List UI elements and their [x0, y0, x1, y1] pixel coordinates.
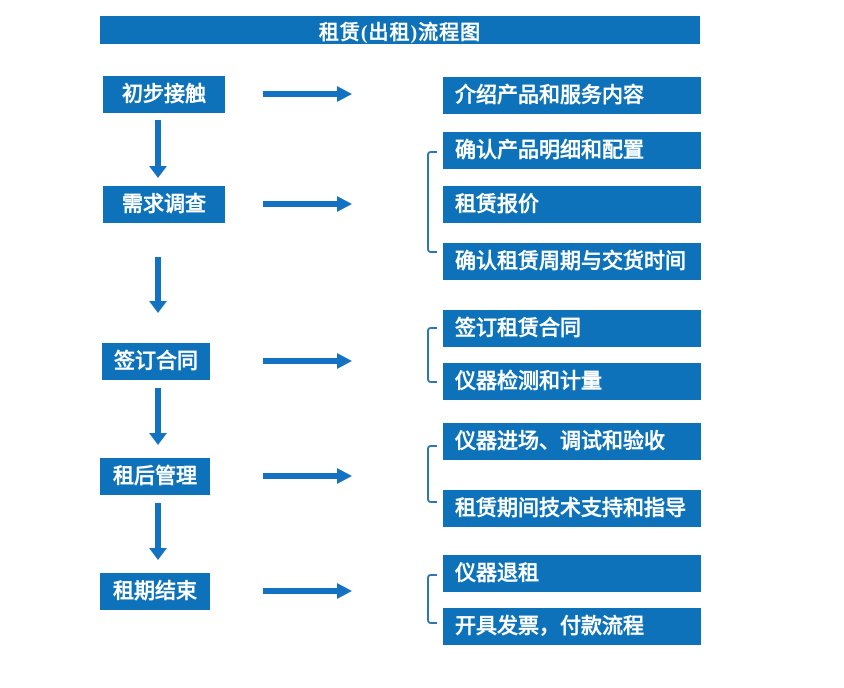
arrow-shaft [263, 473, 337, 479]
step-box-demand-survey: 需求调查 [103, 186, 225, 223]
right-arrow [263, 353, 353, 369]
bracket [427, 327, 437, 383]
arrow-shaft [263, 201, 337, 207]
right-arrow [263, 86, 353, 102]
output-box-rental-quote: 租赁报价 [443, 186, 701, 223]
step-box-lease-end: 租期结束 [100, 573, 210, 610]
bracket [427, 151, 437, 253]
output-box-invoice-payment: 开具发票，付款流程 [443, 608, 701, 645]
arrow-shaft [155, 388, 161, 434]
down-arrow [149, 120, 167, 178]
step-box-sign-contract: 签订合同 [102, 343, 210, 380]
arrow-head-icon [337, 468, 352, 484]
arrow-head-icon [149, 548, 167, 560]
arrow-shaft [155, 120, 161, 167]
arrow-head-icon [337, 583, 352, 599]
output-box-sign-lease-contract: 签订租赁合同 [443, 310, 701, 347]
right-arrow [263, 468, 353, 484]
right-arrow [263, 196, 353, 212]
output-box-instrument-testing: 仪器检测和计量 [443, 363, 701, 400]
right-arrow [263, 583, 353, 599]
arrow-head-icon [149, 433, 167, 445]
bracket [427, 445, 437, 503]
arrow-head-icon [149, 166, 167, 178]
arrow-shaft [263, 91, 337, 97]
arrow-shaft [263, 588, 337, 594]
step-box-initial-contact: 初步接触 [103, 76, 225, 113]
down-arrow [149, 503, 167, 560]
down-arrow [149, 388, 167, 445]
step-box-post-rental-mgmt: 租后管理 [100, 458, 210, 495]
arrow-head-icon [337, 353, 352, 369]
output-box-confirm-period: 确认租赁周期与交货时间 [443, 243, 701, 280]
arrow-shaft [155, 257, 161, 302]
arrow-head-icon [337, 196, 352, 212]
bracket [427, 574, 437, 624]
output-box-instrument-return: 仪器退租 [443, 555, 701, 592]
output-box-introduce-products: 介绍产品和服务内容 [443, 77, 701, 114]
output-box-tech-support: 租赁期间技术支持和指导 [443, 490, 701, 527]
down-arrow [149, 257, 167, 313]
arrow-head-icon [149, 301, 167, 313]
arrow-shaft [155, 503, 161, 549]
arrow-head-icon [337, 86, 352, 102]
output-box-confirm-details: 确认产品明细和配置 [443, 132, 701, 169]
arrow-shaft [263, 358, 337, 364]
diagram-title: 租赁(出租)流程图 [100, 16, 700, 44]
output-box-instrument-setup: 仪器进场、调试和验收 [443, 423, 701, 460]
